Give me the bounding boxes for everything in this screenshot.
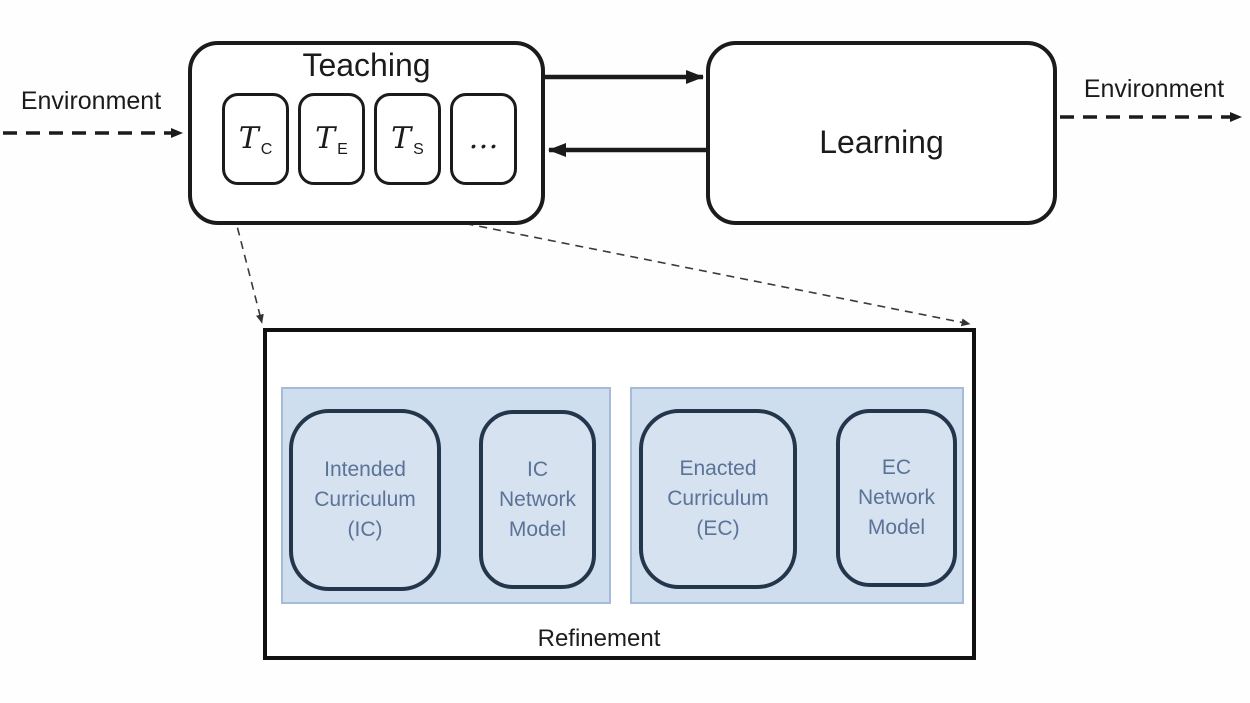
script-t-label: T (391, 121, 412, 156)
environment-left-label: Environment (20, 87, 162, 115)
learning-box: Learning (706, 41, 1057, 225)
node-line: Model (508, 517, 567, 541)
node-line: EC (881, 456, 912, 479)
environment-right-label: Environment (1083, 75, 1225, 103)
node-line: IC (527, 457, 548, 481)
teaching-title: Teaching (302, 47, 431, 83)
node-line: (EC) (696, 517, 740, 540)
node-line: Curriculum (667, 487, 769, 510)
node-line: Network (498, 487, 577, 511)
node-line: Intended (324, 458, 406, 481)
script-t-label: T (315, 121, 336, 156)
node-line: Curriculum (314, 488, 416, 511)
task-subscript: S (413, 141, 424, 158)
node-line: (IC) (347, 518, 383, 541)
enacted-curriculum-node: Enacted Curriculum (EC) (639, 409, 797, 589)
learning-title: Learning (819, 123, 944, 160)
node-line: Enacted (679, 457, 757, 480)
ic-network-model-node: IC Network Model (479, 410, 596, 589)
script-t-label: T (238, 121, 259, 156)
intended-curriculum-node: Intended Curriculum (IC) (289, 409, 441, 591)
task-subscript: C (260, 141, 273, 158)
ellipsis-label: … (468, 121, 499, 156)
refinement-label: Refinement (537, 625, 661, 652)
node-line: Model (867, 516, 926, 539)
node-line: Network (857, 486, 936, 509)
task-subscript: E (337, 141, 348, 158)
curriculum-detail-box: Intended Curriculum (IC) IC Network Mode… (263, 328, 976, 660)
ec-network-model-node: EC Network Model (836, 409, 957, 587)
task-box-ellipsis: … (450, 93, 517, 185)
